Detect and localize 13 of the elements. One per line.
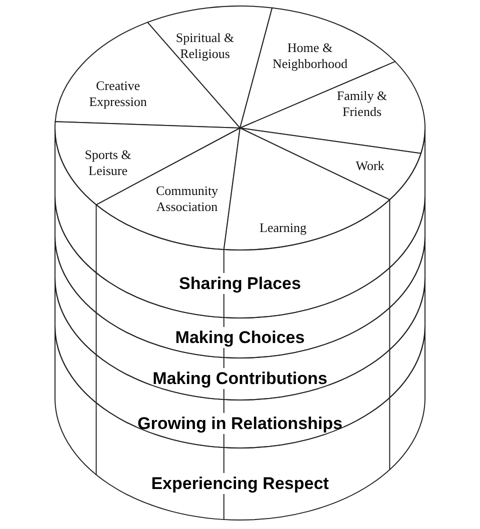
slice-label: Family & Friends xyxy=(336,88,388,120)
slice-label: Learning xyxy=(258,220,308,236)
band-label: Sharing Places xyxy=(177,273,303,294)
slice-label: Work xyxy=(354,158,386,174)
slice-label: Home & Neighborhood xyxy=(271,40,349,72)
slice-label: Community Association xyxy=(154,183,220,215)
band-label: Making Choices xyxy=(173,327,307,348)
slice-label: Creative Expression xyxy=(88,78,148,110)
band-label: Making Contributions xyxy=(150,368,330,389)
slice-label: Spiritual & Religious xyxy=(174,30,236,62)
slice-label: Sports & Leisure xyxy=(84,147,132,179)
band-label: Experiencing Respect xyxy=(149,473,331,494)
band-label: Growing in Relationships xyxy=(136,413,344,434)
